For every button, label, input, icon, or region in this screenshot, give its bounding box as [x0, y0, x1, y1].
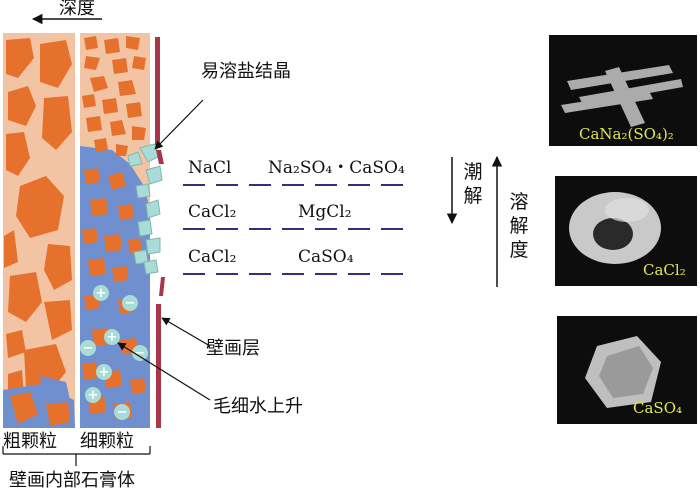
salt-crystal-label: 易溶盐结晶 [201, 61, 291, 82]
gypsum-bracket [2, 446, 151, 466]
fine-particle-column [80, 33, 163, 428]
capillary-pointer [117, 342, 211, 401]
fine-particle-label: 细颗粒 [80, 431, 134, 452]
crystal-photo-caso4: CaSO₄ [557, 316, 697, 424]
crystal-caption: CaNa₂(SO₄)₂ [579, 125, 674, 143]
solubility-label: 溶解度 [509, 191, 529, 261]
crystal-caption: CaCl₂ [643, 261, 686, 279]
coarse-particle-column [3, 33, 75, 428]
ion-symbols: + − + − − + + − [80, 285, 148, 420]
mural-layer-bar [155, 37, 165, 428]
mural-layer-pointer [161, 317, 211, 347]
gypsum-body-label: 壁画内部石膏体 [9, 470, 135, 491]
crystal-photo-cacl2: CaCl₂ [555, 176, 697, 286]
ion-minus: − [83, 341, 94, 356]
salt-dash-lines [183, 184, 410, 275]
depth-label: 深度 [59, 0, 95, 19]
ion-plus: + [88, 388, 99, 403]
ion-plus: + [96, 286, 107, 301]
salt-caso4: CaSO₄ [298, 247, 354, 267]
crystal-photo-canana2so42: CaNa₂(SO₄)₂ [549, 35, 697, 146]
capillary-label: 毛细水上升 [213, 396, 303, 417]
salt-cacl2: CaCl₂ [188, 247, 237, 267]
deliquescence-label: 潮解 [463, 161, 483, 207]
ion-minus: − [135, 346, 146, 361]
salt-na2so4-caso4: Na₂SO₄・CaSO₄ [268, 158, 405, 178]
salt-mgcl2: MgCl₂ [298, 202, 352, 222]
salt-crystal-pointer [154, 99, 204, 150]
mural-layer-label: 壁画层 [206, 338, 260, 359]
ion-minus: − [117, 405, 128, 420]
salt-cacl2: CaCl₂ [188, 202, 237, 222]
salt-nacl: NaCl [188, 158, 232, 178]
coarse-particle-label: 粗颗粒 [3, 431, 57, 452]
ion-plus: + [99, 365, 110, 380]
ion-plus: + [107, 330, 118, 345]
crystal-caption: CaSO₄ [633, 399, 683, 417]
ion-minus: − [125, 296, 136, 311]
